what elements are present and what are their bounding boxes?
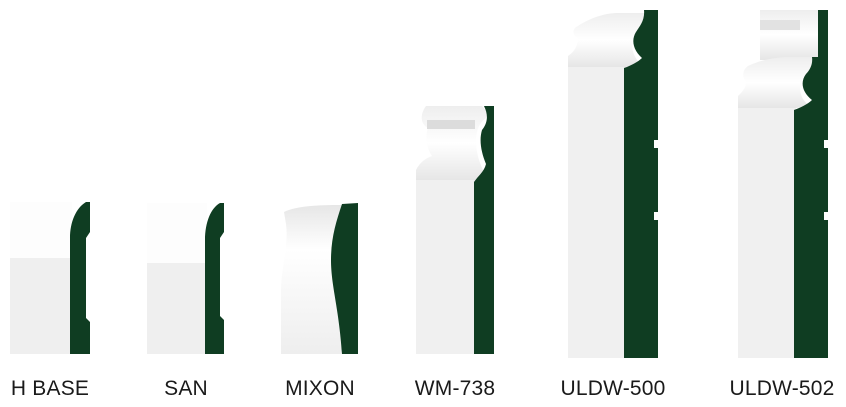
- san-molding-profile-icon: [147, 203, 224, 354]
- profile-label-h-base: H BASE: [10, 377, 90, 400]
- profile-label-san: SAN: [164, 377, 208, 400]
- uldw-502-molding-profile-icon: [738, 10, 828, 358]
- h-base-molding-profile-icon: [10, 202, 90, 354]
- mixon-molding-profile-icon: [281, 203, 358, 354]
- uldw-500-molding-profile-icon: [568, 10, 658, 358]
- profile-label-mixon: MIXON: [285, 377, 355, 400]
- profile-label-uldw-502: ULDW-502: [729, 377, 835, 400]
- profile-label-wm-738: WM-738: [414, 377, 496, 400]
- profile-label-uldw-500: ULDW-500: [560, 377, 666, 400]
- wm-738-molding-profile-icon: [416, 106, 494, 354]
